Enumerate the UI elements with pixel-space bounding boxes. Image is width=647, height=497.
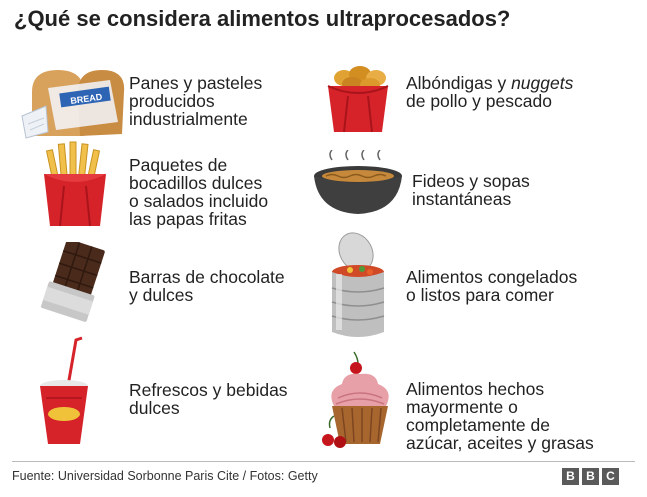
bbc-logo-letter: B [582, 468, 599, 485]
bbc-logo-letter: C [602, 468, 619, 485]
page-title: ¿Qué se considera alimentos ultraprocesa… [14, 6, 511, 31]
item-label-bread: Panes y pasteles producidos industrialme… [129, 73, 263, 129]
item-label-soda: Refrescos y bebidas dulces [129, 380, 288, 418]
item-label-cupcake: Alimentos hechos mayormente o completame… [406, 379, 594, 453]
source-credit: Fuente: Universidad Sorbonne Paris Cite … [12, 469, 318, 483]
item-label-fries: Paquetes de bocadillos dulces o salados … [129, 155, 269, 229]
cupcake-icon [318, 348, 402, 457]
food-can-icon [326, 230, 390, 347]
item-label-nuggets: Albóndigas y nuggets de pollo y pescado [406, 73, 574, 111]
item-label-can: Alimentos congelados o listos para comer [406, 267, 578, 305]
chocolate-bar-icon [36, 238, 108, 329]
bbc-logo: B B C [562, 468, 619, 485]
french-fries-icon [40, 140, 110, 233]
svg-text:BREAD: BREAD [70, 92, 104, 106]
noodle-bowl-icon [312, 149, 404, 225]
bbc-logo-letter: B [562, 468, 579, 485]
footer-divider [12, 461, 635, 462]
bread-loaf-icon: BREAD [18, 62, 128, 147]
nuggets-box-icon [322, 56, 394, 141]
item-label-noodles: Fideos y sopas instantáneas [412, 171, 530, 209]
item-label-chocolate: Barras de chocolate y dulces [129, 267, 285, 305]
soda-cup-icon [38, 336, 94, 453]
